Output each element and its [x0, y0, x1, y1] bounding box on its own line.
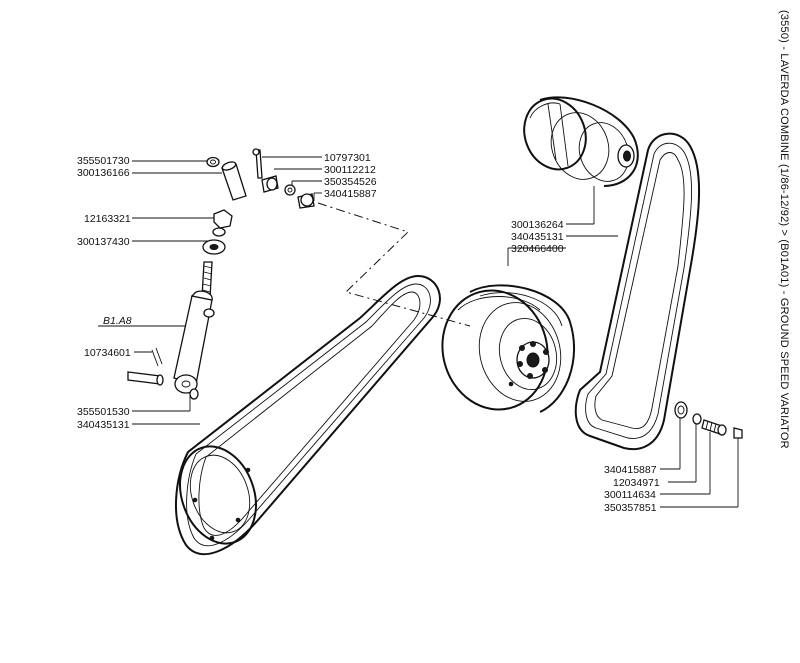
- label-300112212[interactable]: 300112212: [324, 164, 376, 176]
- assembly-dashed-line: [317, 202, 471, 327]
- variator-pulley: [441, 284, 575, 413]
- label-300136166[interactable]: 300136166: [77, 167, 130, 179]
- label-340415887-top[interactable]: 340415887: [324, 188, 377, 200]
- label-355501530[interactable]: 355501530: [77, 406, 130, 418]
- bottom-right-leader-lines: [660, 414, 739, 508]
- label-300114634[interactable]: 300114634: [604, 489, 656, 501]
- bottom-right-label-group: 340415887 12034971 300114634 350357851: [604, 464, 660, 514]
- left-long-belt: [174, 274, 441, 556]
- left-leader-lines: [98, 160, 222, 425]
- bottom-right-fasteners: [674, 401, 743, 439]
- page-title: (3550) - LAVERDA COMBINE (1/86-12/92) > …: [778, 10, 790, 449]
- center-label-group: 300136264 340435131 320466400: [511, 219, 564, 255]
- label-300137430[interactable]: 300137430: [77, 236, 130, 248]
- drive-pulley: [523, 96, 639, 187]
- label-355501730[interactable]: 355501730: [77, 155, 130, 167]
- center-leader-lines: [507, 186, 618, 266]
- label-300136264[interactable]: 300136264: [511, 219, 564, 231]
- label-340415887-bottom[interactable]: 340415887: [604, 464, 657, 476]
- label-12163321[interactable]: 12163321: [84, 213, 131, 225]
- label-10797301[interactable]: 10797301: [324, 152, 371, 164]
- label-12034971[interactable]: 12034971: [613, 477, 660, 489]
- top-mid-label-group: 10797301 300112212 350354526 340415887: [324, 152, 377, 200]
- label-340435131-left[interactable]: 340435131: [77, 419, 130, 431]
- label-350357851[interactable]: 350357851: [604, 502, 657, 514]
- label-320466400[interactable]: 320466400: [511, 243, 564, 255]
- hydraulic-cylinder: [127, 148, 315, 400]
- label-10734601[interactable]: 10734601: [84, 347, 131, 359]
- label-ref-b1a8[interactable]: B1.A8: [103, 315, 132, 327]
- left-label-group: 355501730 300136166 12163321 300137430 B…: [77, 155, 132, 431]
- label-350354526[interactable]: 350354526: [324, 176, 377, 188]
- label-340435131-center[interactable]: 340435131: [511, 231, 564, 243]
- right-belt: [574, 132, 700, 451]
